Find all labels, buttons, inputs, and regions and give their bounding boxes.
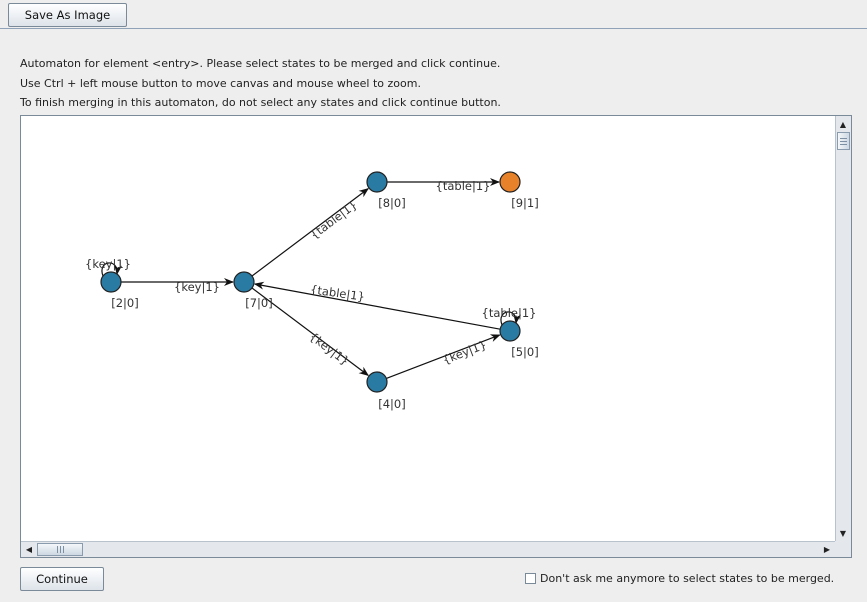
state-node-n4[interactable]	[366, 371, 388, 393]
edge-label-n5-n5: {table|1}	[482, 306, 537, 320]
edge-label-n8-n9: {table|1}	[436, 179, 491, 193]
edge-label-n4-n5: {key|1}	[441, 337, 489, 367]
horizontal-scrollbar[interactable]: ◀ ▶	[21, 541, 835, 557]
horizontal-scroll-thumb[interactable]	[37, 543, 83, 556]
save-as-image-button[interactable]: Save As Image	[8, 3, 127, 27]
automaton-graph: {key|1} {key|1} {table|1} {table|1} {key|1} {…	[85, 171, 539, 411]
dont-ask-checkbox[interactable]	[525, 573, 536, 584]
vertical-scroll-thumb[interactable]	[837, 132, 850, 150]
edge-n4-n5	[386, 334, 501, 379]
edge-label-n7-n8: {table|1}	[307, 198, 359, 242]
instruction-line-1: Automaton for element <entry>. Please se…	[20, 57, 501, 70]
instruction-line-2: Use Ctrl + left mouse button to move can…	[20, 77, 421, 90]
state-label-n2: [2|0]	[111, 296, 138, 310]
edge-n5-n5	[500, 311, 522, 326]
scroll-left-icon[interactable]: ◀	[25, 544, 33, 554]
edge-n5-n7	[253, 281, 501, 330]
scroll-right-icon[interactable]: ▶	[823, 544, 831, 554]
scroll-down-icon[interactable]: ▼	[839, 528, 847, 538]
scrollbar-corner	[835, 541, 851, 557]
state-label-n7: [7|0]	[245, 296, 272, 310]
state-label-n9: [9|1]	[511, 196, 538, 210]
edge-label-n2-n2: {key|1}	[85, 257, 131, 271]
continue-button[interactable]: Continue	[20, 567, 104, 591]
state-label-n8: [8|0]	[378, 196, 405, 210]
edge-label-n7-n4: {key|1}	[307, 329, 352, 368]
edge-n7-n8	[251, 188, 370, 277]
edge-label-n2-n7: {key|1}	[174, 280, 220, 294]
state-node-n7[interactable]	[233, 271, 255, 293]
toolbar-separator	[0, 28, 867, 29]
vertical-scrollbar[interactable]: ▲ ▼	[835, 116, 851, 541]
state-node-n5[interactable]	[499, 320, 521, 342]
edge-label-n5-n7: {table|1}	[309, 282, 365, 304]
state-node-n8[interactable]	[366, 171, 388, 193]
edge-n2-n2	[101, 262, 123, 277]
instruction-line-3: To finish merging in this automaton, do …	[20, 96, 501, 109]
state-label-n4: [4|0]	[378, 397, 405, 411]
scroll-up-icon[interactable]: ▲	[839, 119, 847, 129]
dont-ask-label: Don't ask me anymore to select states to…	[540, 572, 835, 585]
state-node-n2[interactable]	[100, 271, 122, 293]
automaton-canvas[interactable]: {key|1} {key|1} {table|1} {table|1} {key|1} {…	[21, 116, 835, 541]
state-node-n9[interactable]	[499, 171, 521, 193]
dont-ask-option[interactable]: Don't ask me anymore to select states to…	[525, 572, 834, 585]
automaton-canvas-panel: {key|1} {key|1} {table|1} {table|1} {key|1} {…	[20, 115, 852, 558]
edge-n7-n4	[251, 287, 370, 376]
state-label-n5: [5|0]	[511, 345, 538, 359]
